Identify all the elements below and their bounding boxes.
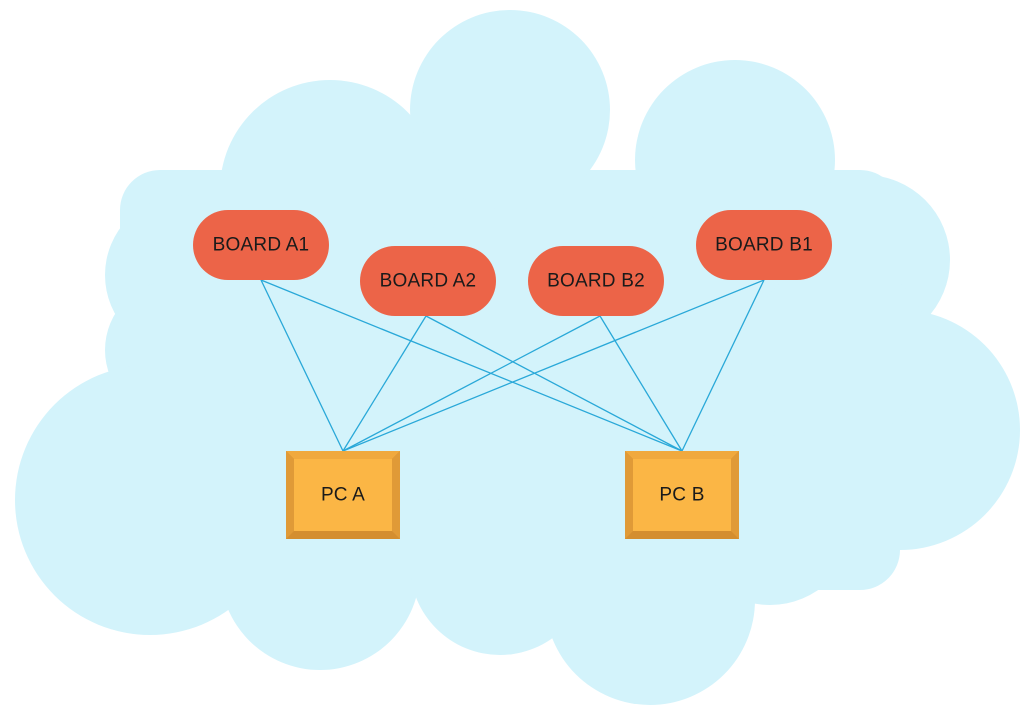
board-a1[interactable]: BOARD A1: [193, 210, 329, 280]
board-b2[interactable]: BOARD B2: [528, 246, 664, 316]
pc-a-label: PC A: [321, 485, 365, 506]
board-a2[interactable]: BOARD A2: [360, 246, 496, 316]
pc-a[interactable]: PC A: [286, 451, 400, 539]
link-b1-pcb: [681, 279, 765, 452]
pc-b-label: PC B: [659, 485, 704, 506]
board-b1[interactable]: BOARD B1: [696, 210, 832, 280]
link-b2-pca: [342, 315, 601, 452]
link-a2-pca: [342, 315, 427, 452]
board-b2-label: BOARD B2: [547, 271, 645, 292]
board-a1-label: BOARD A1: [213, 235, 310, 256]
cloud-background: [15, 10, 1020, 705]
link-a1-pca: [260, 279, 344, 452]
link-b2-pcb: [599, 315, 683, 452]
link-b1-pca: [342, 279, 765, 452]
link-a1-pcb: [260, 279, 683, 452]
board-b1-label: BOARD B1: [715, 235, 813, 256]
connection-lines: [260, 279, 765, 452]
link-a2-pcb: [425, 315, 683, 452]
pc-b[interactable]: PC B: [625, 451, 739, 539]
board-a2-label: BOARD A2: [380, 271, 477, 292]
